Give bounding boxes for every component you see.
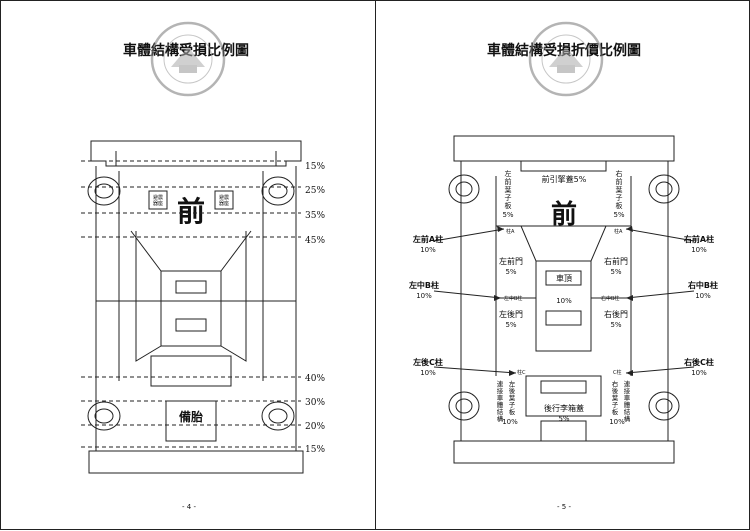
left-b-pillar-pct: 10% (416, 292, 432, 300)
tag-left-c: 柱C (517, 369, 526, 376)
front-label: 前 (551, 199, 577, 230)
page-number: - 5 - (557, 503, 571, 511)
front-label: 前 (177, 195, 205, 228)
page-4: 車體結構受損比例圖 (0, 0, 375, 530)
left-c-pillar-pct: 10% (420, 369, 436, 377)
roof-label: 車頂 (556, 273, 572, 283)
left-c-pillar-label: 左後C柱 (412, 357, 443, 367)
tag-left-b: 左中B柱 (504, 295, 522, 302)
shock-mount-left (148, 190, 168, 210)
tag-right-c: C柱 (613, 369, 622, 376)
percent-top-3: 35% (305, 211, 325, 221)
percent-bottom-2: 30% (305, 398, 325, 408)
shock-mount-right (214, 190, 234, 210)
depreciation-ratio-diagram: 車體結構受損折價比例圖 (408, 21, 718, 511)
arrow-heads (494, 226, 633, 376)
right-rear-fender-pct: 10% (609, 418, 625, 426)
tag-left-a: 柱A (506, 228, 515, 235)
left-front-door-label: 左前門 (499, 256, 523, 266)
tag-right-a: 柱A (614, 228, 623, 235)
trunk-label: 後行李箱蓋 (544, 403, 584, 413)
left-a-pillar-label: 左前A柱 (412, 234, 443, 244)
right-c-pillar-pct: 10% (691, 369, 707, 377)
left-a-pillar-pct: 10% (420, 246, 436, 254)
right-front-fender-pct: 5% (613, 211, 624, 219)
trunk-pct: 5% (558, 415, 569, 423)
roof-pct: 10% (556, 297, 572, 305)
percent-bottom-1: 40% (305, 374, 325, 384)
percent-lines (81, 160, 301, 448)
association-seal (150, 21, 226, 97)
left-front-fender-pct: 5% (502, 211, 513, 219)
right-rear-door-label: 右後門 (604, 309, 628, 319)
left-front-fender-label: 左前葉子板 (505, 169, 512, 210)
left-rear-door-label: 左後門 (499, 309, 523, 319)
association-seal (528, 21, 604, 97)
percent-top-1: 15% (305, 162, 325, 172)
left-front-door-pct: 5% (505, 268, 516, 276)
right-c-pillar-label: 右後C柱 (683, 357, 714, 367)
percent-top-2: 25% (305, 186, 325, 196)
left-rear-door-pct: 5% (505, 321, 516, 329)
page-number: - 4 - (182, 503, 196, 511)
right-rear-fender-label: 右後葉子板 (612, 379, 619, 416)
left-b-pillar-label: 左中B柱 (408, 280, 439, 290)
tag-right-b: 右中B柱 (601, 295, 619, 302)
page-5: 車體結構受損折價比例圖 (375, 0, 750, 530)
car-outline (448, 135, 680, 464)
percent-bottom-4: 15% (305, 445, 325, 455)
right-front-door-label: 右前門 (604, 256, 628, 266)
left-rear-fender-label: 左後葉子板 (509, 379, 516, 416)
right-a-pillar-label: 右前A柱 (683, 234, 714, 244)
right-front-door-pct: 5% (610, 268, 621, 276)
right-body-link-label: 連接車體結構 (624, 379, 631, 423)
right-a-pillar-pct: 10% (691, 246, 707, 254)
shock-mount-left-label: 避震器座 (153, 194, 163, 207)
right-b-pillar-label: 右中B柱 (687, 280, 718, 290)
percent-top-4: 45% (305, 236, 325, 246)
right-b-pillar-pct: 10% (695, 292, 711, 300)
damage-ratio-diagram: 車體結構受損比例圖 (81, 21, 325, 511)
right-front-fender-label: 右前葉子板 (616, 169, 623, 210)
shock-mount-right-label: 避震器座 (219, 194, 229, 207)
hood-label: 前引擎蓋5% (542, 174, 587, 184)
spare-tire-label: 備胎 (179, 409, 203, 424)
right-rear-door-pct: 5% (610, 321, 621, 329)
left-rear-fender-pct: 10% (502, 418, 518, 426)
pillar-arrows (433, 228, 695, 374)
percent-bottom-3: 20% (305, 422, 325, 432)
left-body-link-label: 連接車體結構 (497, 379, 504, 423)
